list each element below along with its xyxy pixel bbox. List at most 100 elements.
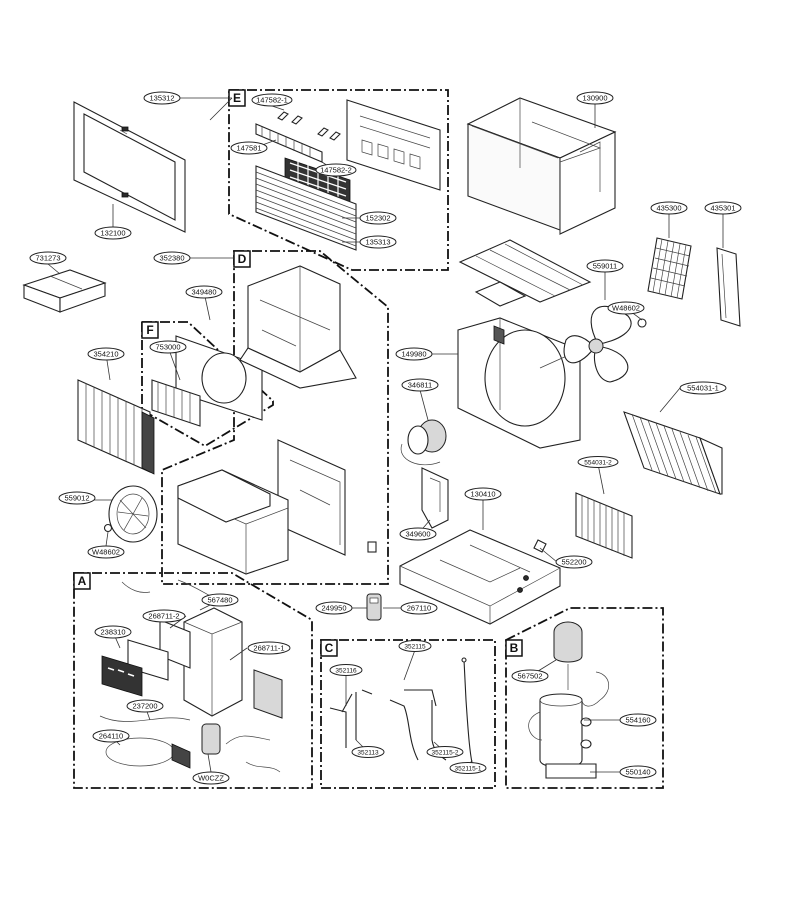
svg-text:135313: 135313 [365, 238, 390, 247]
package-box-illustration [22, 269, 107, 313]
base-pan-illustration [399, 529, 561, 625]
section-box-d: D [161, 250, 389, 585]
fan-motor-illustration [400, 419, 449, 529]
part-label-237200: 237200 [126, 699, 164, 713]
section-label-c: C [325, 641, 334, 655]
part-label-435300: 435300 [650, 201, 688, 215]
side-panel-illustration [716, 247, 741, 327]
section-box-a: A [73, 572, 313, 789]
svg-text:132100: 132100 [100, 229, 125, 238]
svg-text:W48602: W48602 [92, 548, 120, 557]
svg-text:552200: 552200 [561, 558, 586, 567]
svg-text:130410: 130410 [470, 490, 495, 499]
condenser-coil-illustration [623, 411, 723, 495]
part-label-147581: 147581 [230, 141, 268, 155]
part-label-435301: 435301 [704, 201, 742, 215]
svg-text:554031-2: 554031-2 [584, 460, 612, 467]
svg-text:W0CZZ: W0CZZ [198, 774, 224, 783]
svg-text:149980: 149980 [401, 350, 426, 359]
compressor-illustration [528, 621, 609, 779]
part-label-552200: 552200 [555, 555, 593, 569]
part-label-352115: 352115 [398, 640, 432, 652]
condenser-fan-illustration [563, 305, 647, 383]
part-label-268711-2: 268711-2 [142, 609, 186, 623]
part-label-352113: 352113 [351, 746, 385, 758]
part-label-731273: 731273 [29, 251, 67, 265]
svg-text:237200: 237200 [132, 702, 157, 711]
part-label-130900: 130900 [576, 91, 614, 105]
blower-wheel-illustration [103, 485, 158, 543]
orifice-plate-illustration [151, 335, 263, 427]
svg-text:352116: 352116 [335, 668, 357, 675]
part-label-268711-1: 268711-1 [247, 641, 291, 655]
part-label-554031-2: 554031-2 [577, 456, 619, 468]
part-labels: 135312 132100 147582-1 147581 147582-2 1… [29, 91, 742, 785]
part-label-267110: 267110 [400, 601, 438, 615]
part-label-149980: 149980 [395, 347, 433, 361]
svg-text:268711-2: 268711-2 [148, 612, 179, 621]
part-label-w48602-upper: W48602 [607, 301, 645, 315]
part-label-249950: 249950 [315, 601, 353, 615]
svg-text:554160: 554160 [625, 716, 650, 725]
svg-text:264110: 264110 [99, 732, 123, 741]
svg-text:550140: 550140 [625, 768, 650, 777]
svg-text:346811: 346811 [408, 381, 432, 390]
part-label-352115-1: 352115-1 [449, 762, 487, 774]
part-label-352380: 352380 [153, 251, 191, 265]
svg-text:731273: 731273 [35, 254, 60, 263]
svg-text:567480: 567480 [207, 596, 232, 605]
control-box-illustration [99, 579, 283, 773]
part-label-349480: 349480 [185, 285, 223, 299]
part-label-132100: 132100 [94, 226, 132, 240]
svg-text:349480: 349480 [191, 288, 216, 297]
bulkhead-illustration [177, 265, 377, 575]
part-label-554031-1: 554031-1 [679, 381, 727, 395]
svg-text:435301: 435301 [710, 204, 735, 213]
section-box-c: C [320, 639, 496, 789]
part-label-w48602-lower: W48602 [87, 545, 125, 559]
part-label-147582-2: 147582-2 [315, 163, 357, 177]
part-label-349600: 349600 [399, 527, 437, 541]
svg-text:W48602: W48602 [612, 304, 640, 313]
part-label-550140: 550140 [619, 765, 657, 779]
part-label-567502: 567502 [511, 669, 549, 683]
svg-text:554031-1: 554031-1 [687, 384, 719, 393]
svg-text:249950: 249950 [321, 604, 346, 613]
part-label-130410: 130410 [464, 487, 502, 501]
front-frame-illustration [73, 101, 186, 233]
svg-text:349600: 349600 [405, 530, 430, 539]
svg-text:352115: 352115 [404, 644, 426, 651]
part-label-152302: 152302 [359, 211, 397, 225]
part-label-554160: 554160 [619, 713, 657, 727]
part-label-135312: 135312 [143, 91, 181, 105]
svg-text:268711-1: 268711-1 [253, 644, 284, 653]
svg-text:147582-1: 147582-1 [256, 96, 288, 105]
air-filter-illustration [647, 237, 692, 300]
svg-text:753000: 753000 [155, 343, 180, 352]
section-label-e: E [233, 91, 241, 105]
part-label-352115-2: 352115-2 [426, 746, 464, 758]
svg-text:352113: 352113 [357, 750, 379, 757]
evaporator-coil-illustration [575, 492, 633, 559]
air-guide-illustration [458, 239, 592, 307]
section-box-b: B [505, 607, 664, 789]
part-label-753000: 753000 [149, 340, 187, 354]
svg-text:352380: 352380 [159, 254, 184, 263]
part-label-354210: 354210 [87, 347, 125, 361]
section-label-a: A [78, 574, 87, 588]
svg-text:559012: 559012 [64, 494, 89, 503]
part-label-559012: 559012 [58, 491, 96, 505]
part-label-135313: 135313 [359, 235, 397, 249]
svg-text:567502: 567502 [517, 672, 542, 681]
section-box-e: E [228, 89, 449, 271]
part-label-346811: 346811 [401, 378, 439, 392]
part-label-559011: 559011 [586, 259, 624, 273]
part-label-352116: 352116 [329, 664, 363, 676]
svg-text:130900: 130900 [582, 94, 607, 103]
svg-text:135312: 135312 [149, 94, 174, 103]
fan-shroud-illustration [457, 317, 581, 449]
svg-text:267110: 267110 [407, 604, 431, 613]
part-label-238310: 238310 [94, 625, 132, 639]
remote-control-illustration [366, 593, 382, 621]
